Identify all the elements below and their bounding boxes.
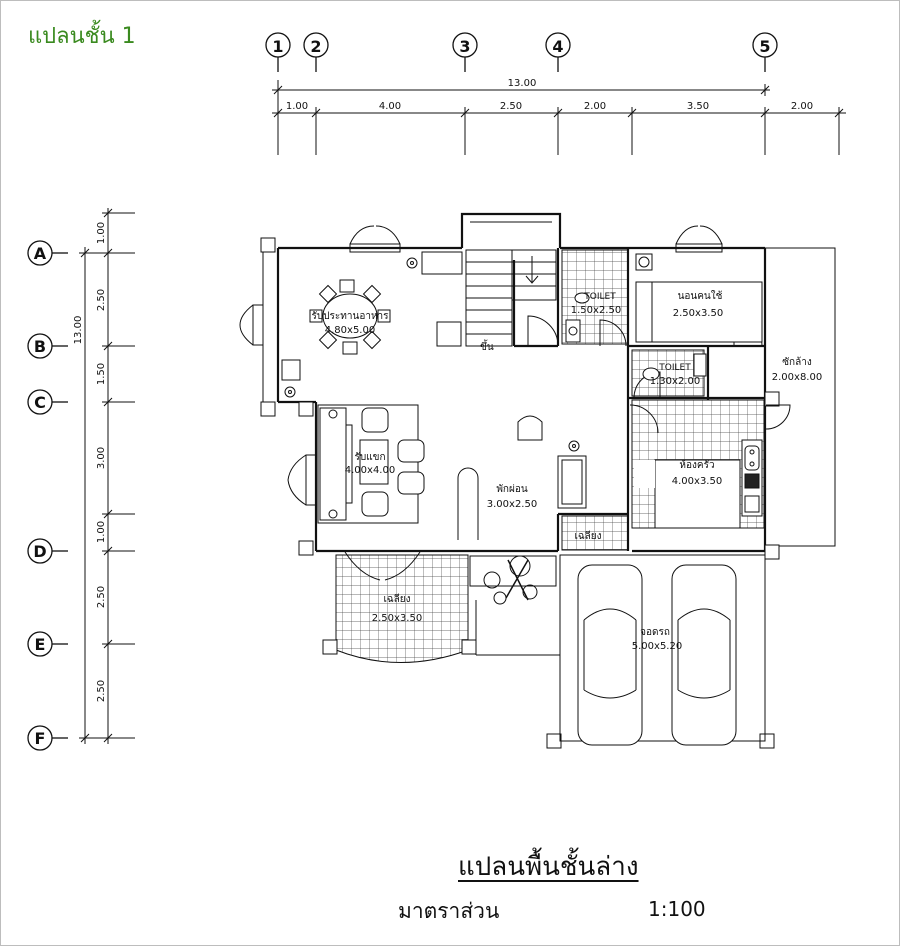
row-label: F bbox=[35, 729, 46, 748]
dimension-y: 2.50 bbox=[96, 586, 107, 608]
row-label: E bbox=[35, 635, 46, 654]
column-marker-3: 3 bbox=[452, 32, 478, 72]
room-size-toilet-1: 1.50x2.50 bbox=[571, 305, 621, 316]
row-label: B bbox=[34, 337, 46, 356]
column-label: 4 bbox=[552, 37, 563, 56]
room-name-family: พักผ่อน bbox=[496, 484, 528, 495]
dimension-y: 1.00 bbox=[96, 222, 107, 244]
room-name-maid: นอนคนใช้ bbox=[678, 290, 723, 302]
windows bbox=[239, 225, 723, 506]
dimension-x: 3.50 bbox=[687, 101, 709, 112]
dimension-y: 2.50 bbox=[96, 680, 107, 702]
room-name-toilet-1: TOILET bbox=[583, 292, 616, 302]
scale-value: 1:100 bbox=[648, 897, 706, 921]
column-label: 2 bbox=[310, 37, 321, 56]
room-name-laundry: ซักล้าง bbox=[782, 356, 812, 368]
column-label: 5 bbox=[759, 37, 770, 56]
row-marker-f: F bbox=[27, 725, 68, 751]
room-name-terrace-small: เฉลียง bbox=[574, 530, 601, 542]
dining-table-set bbox=[309, 279, 391, 355]
dimension-x: 2.00 bbox=[791, 101, 813, 112]
room-name-terrace-front: เฉลียง bbox=[383, 593, 410, 605]
room-size-carport: 5.00x5.20 bbox=[632, 641, 682, 652]
room-name-dining: รับประทานอาหาร bbox=[311, 311, 389, 322]
room-size-toilet-2: 1.30x2.00 bbox=[650, 376, 700, 387]
living-sofa-set bbox=[317, 404, 425, 524]
dimension-y: 1.50 bbox=[96, 363, 107, 385]
kitchen-counter bbox=[741, 439, 763, 517]
row-marker-c: C bbox=[27, 389, 68, 415]
room-size-family: 3.00x2.50 bbox=[487, 499, 537, 510]
column-label: 1 bbox=[272, 37, 283, 56]
room-name-carport: จอดรถ bbox=[640, 627, 670, 638]
row-marker-e: E bbox=[27, 631, 68, 657]
column-marker-5: 5 bbox=[752, 32, 778, 72]
room-size-dining: 4.80x5.00 bbox=[325, 325, 375, 336]
plant-icons bbox=[281, 257, 580, 452]
dimension-x: 2.50 bbox=[500, 101, 522, 112]
room-name-kitchen: ห้องครัว bbox=[679, 459, 714, 471]
car-left bbox=[577, 564, 643, 746]
page-title: แปลนชั้น 1 bbox=[28, 24, 136, 49]
dimension-x: 4.00 bbox=[379, 101, 401, 112]
drawing-title: แปลนพื้นชั้นล่าง bbox=[458, 852, 639, 882]
row-marker-d: D bbox=[27, 538, 68, 564]
column-marker-1: 1 bbox=[265, 32, 291, 72]
column-grid-markers: 1 2 3 4 5 bbox=[265, 32, 778, 72]
dimension-y: 1.00 bbox=[96, 521, 107, 543]
room-size-terrace-front: 2.50x3.50 bbox=[372, 613, 422, 624]
maid-room-bed bbox=[635, 281, 763, 343]
dimension-y: 3.00 bbox=[96, 447, 107, 469]
family-furniture bbox=[457, 415, 587, 540]
left-dimensions: 13.00 1.00 2.50 1.50 3.00 1.00 2.50 2.50 bbox=[73, 208, 135, 744]
row-marker-a: A bbox=[27, 240, 68, 266]
room-name-toilet-2: TOILET bbox=[658, 363, 691, 373]
row-label: C bbox=[34, 393, 46, 412]
dimension-x: 1.00 bbox=[286, 101, 308, 112]
scale-label: มาตราส่วน bbox=[398, 899, 500, 923]
room-size-living: 4.00x4.00 bbox=[345, 465, 395, 476]
column-marker-2: 2 bbox=[303, 32, 329, 72]
overall-depth-dimension: 13.00 bbox=[73, 316, 84, 345]
room-size-kitchen: 4.00x3.50 bbox=[672, 476, 722, 487]
row-marker-b: B bbox=[27, 333, 68, 359]
dimension-y: 2.50 bbox=[96, 289, 107, 311]
room-size-laundry: 2.00x8.00 bbox=[772, 372, 822, 383]
row-label: D bbox=[33, 542, 46, 561]
garden-planter bbox=[469, 555, 557, 605]
column-marker-4: 4 bbox=[545, 32, 571, 72]
row-grid-markers: A B C D E F bbox=[27, 240, 68, 751]
car-right bbox=[671, 564, 737, 746]
room-labels: รับประทานอาหาร 4.80x5.00 รับแขก 4.00x4.0… bbox=[311, 290, 822, 652]
overall-width-dimension: 13.00 bbox=[508, 78, 537, 89]
row-label: A bbox=[34, 244, 47, 263]
carport bbox=[559, 554, 766, 746]
room-name-living: รับแขก bbox=[354, 452, 385, 463]
top-dimensions: 13.00 1.00 4.00 2.50 2.00 3.50 2.00 bbox=[272, 78, 846, 155]
room-size-maid: 2.50x3.50 bbox=[673, 308, 723, 319]
toilet-fixtures bbox=[565, 253, 707, 381]
stair-up-label: ขึ้น bbox=[480, 339, 494, 353]
column-label: 3 bbox=[459, 37, 470, 56]
dimension-x: 2.00 bbox=[584, 101, 606, 112]
stair: ขึ้น bbox=[465, 249, 557, 353]
